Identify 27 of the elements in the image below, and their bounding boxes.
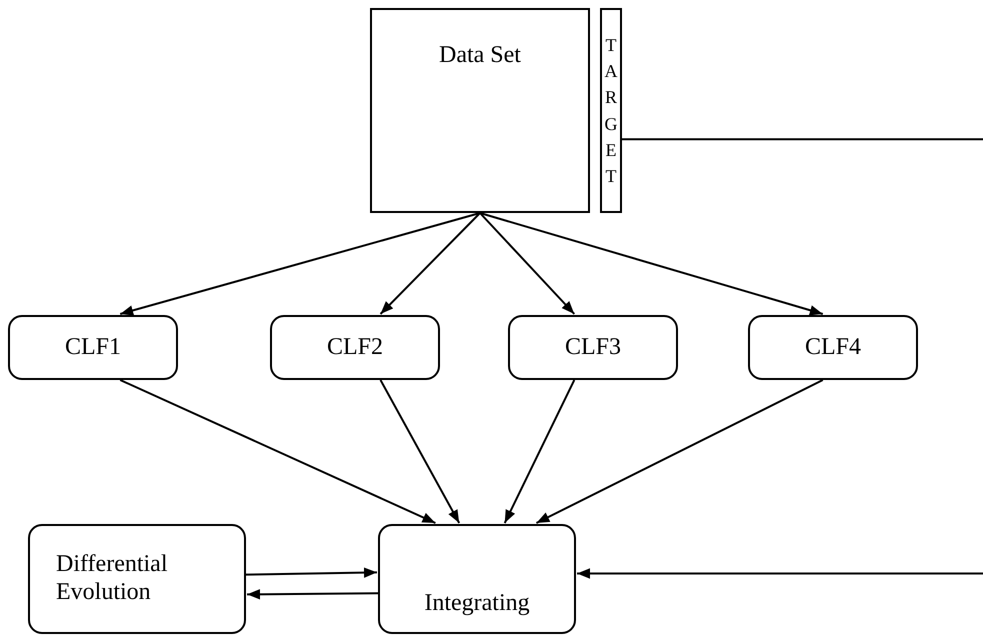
node-label: CLF2 (326, 334, 383, 362)
node-label: CLF3 (564, 334, 621, 362)
target-box (600, 8, 622, 213)
node-label: CLF4 (804, 334, 861, 362)
node-label: CLF1 (64, 334, 121, 362)
arrow (577, 138, 983, 579)
arrow (120, 379, 436, 524)
classifier-box (508, 315, 678, 380)
arrow (380, 380, 460, 524)
process-box (378, 524, 576, 634)
process-box (28, 524, 246, 634)
arrow (480, 212, 824, 316)
classifier-box (8, 315, 178, 380)
classifier-box (270, 315, 440, 380)
arrow (246, 589, 378, 600)
node-label: Data Set (439, 42, 521, 70)
node-label: Differential Evolution (56, 551, 169, 607)
arrow (246, 567, 378, 578)
arrow (479, 212, 576, 315)
arrow (504, 380, 576, 524)
node-label: TARGET (604, 34, 618, 188)
arrow (380, 212, 481, 315)
data-box (370, 8, 590, 213)
arrow (536, 379, 824, 524)
node-label: Integrating (424, 590, 530, 618)
classifier-box (748, 315, 918, 380)
arrow (120, 212, 480, 316)
